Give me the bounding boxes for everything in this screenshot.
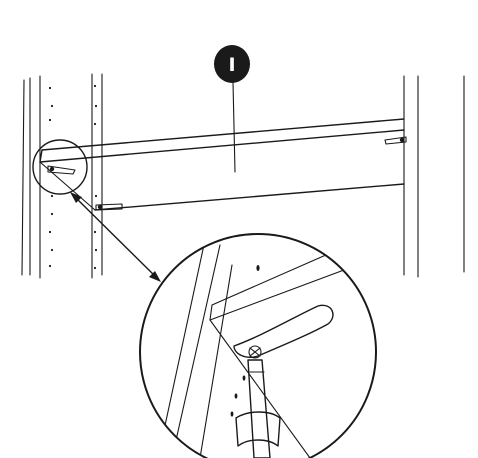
shelf-pin-magnified xyxy=(233,304,334,358)
callout-leader-line xyxy=(232,81,236,173)
callout-badge: I xyxy=(214,45,250,83)
shelf-board xyxy=(39,118,405,211)
callout-badge-circle xyxy=(214,45,250,83)
shelf-pin-right xyxy=(384,136,407,145)
screwdriver xyxy=(235,359,281,458)
zoom-arrow xyxy=(70,192,161,282)
right-side-panel xyxy=(403,75,465,278)
callout-label: I xyxy=(228,54,235,76)
magnified-detail-content xyxy=(157,239,376,458)
detail-circle-large xyxy=(139,233,377,458)
left-panel-holes xyxy=(48,84,98,270)
left-side-panel xyxy=(21,73,103,279)
shelf-pin-bottom-left xyxy=(95,203,123,211)
detail-circle-small xyxy=(32,139,88,195)
screw-head xyxy=(248,345,262,359)
shelf-pin-top-left xyxy=(47,165,76,175)
